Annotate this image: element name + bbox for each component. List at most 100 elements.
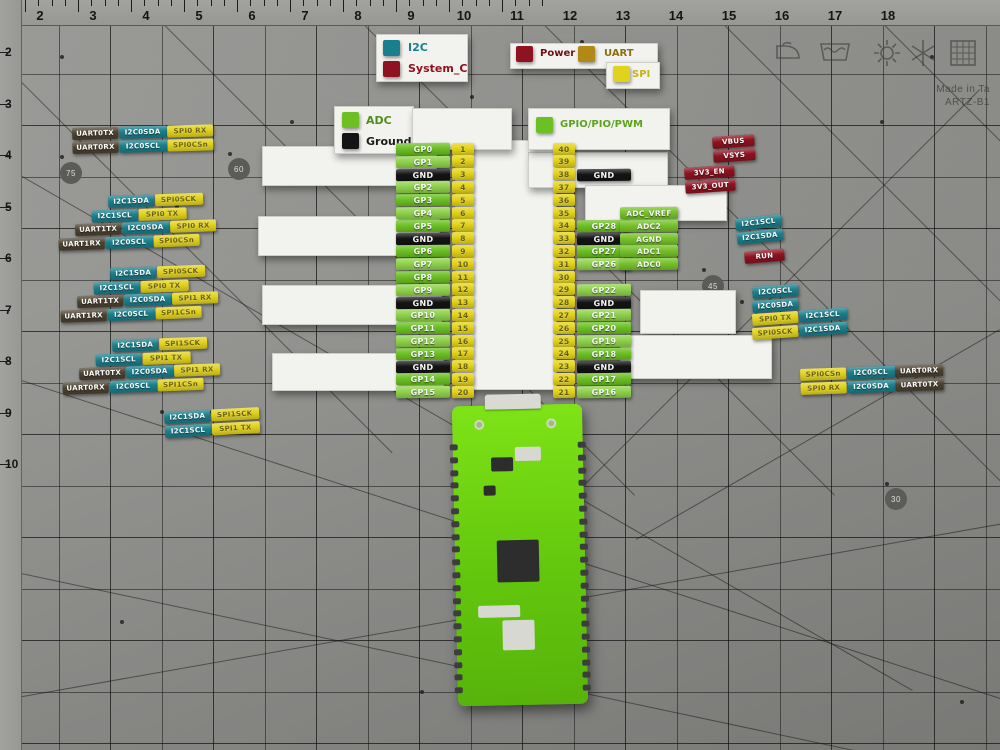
pin-label-right-gp20-26: GP20: [576, 321, 632, 335]
adc-label-adc1: ADC1: [619, 245, 679, 258]
fn-label-spi1csn: SPI1CSn: [155, 305, 202, 319]
ruler-tick: [462, 0, 464, 6]
paper-strip-7: [640, 290, 736, 334]
castellated-pad: [579, 543, 588, 551]
castellated-pad: [450, 482, 459, 489]
legend-swatch-gpio-pio-pwm: [536, 117, 553, 133]
pin-number-left-15: 15: [451, 321, 475, 334]
pin-label-left-gp3-5: GP3: [395, 193, 451, 207]
ruler-number-4: 4: [142, 8, 150, 23]
ruler-tick: [78, 0, 79, 12]
debug-pads: [502, 619, 535, 651]
pin-label-left-gnd-8: GND: [395, 232, 451, 246]
ruler-left-tick: [0, 52, 10, 53]
legend-label-power: Power: [540, 48, 576, 59]
pin-label-left-gp13-17: GP13: [395, 347, 451, 361]
pin-label-right-gp19-25: GP19: [576, 334, 632, 348]
mat-dot-17: [930, 55, 934, 59]
pin-number-left-3: 3: [451, 167, 475, 181]
fn-label-spi0-tx: SPI0 TX: [139, 278, 189, 293]
legend-label-system-c: System_C: [408, 62, 468, 75]
mat-angle-circle-60: 60: [228, 158, 250, 180]
castellated-pad: [578, 492, 587, 499]
ruler-tick: [475, 0, 477, 6]
pin-label-left-gp14-19: GP14: [395, 373, 451, 386]
snowflake-icon: [908, 38, 938, 73]
pin-number-left-12: 12: [451, 283, 475, 296]
adc-label-adc2: ADC2: [619, 219, 679, 233]
ruler-tick: [449, 0, 450, 12]
ruler-left-tick: [0, 206, 10, 208]
ruler-tick: [237, 0, 238, 12]
ruler-tick: [303, 0, 305, 6]
oscillator: [514, 446, 542, 462]
mat-dot-7: [885, 482, 889, 486]
pin-label-left-gp2-4: GP2: [395, 181, 451, 194]
pin-label-left-gp11-15: GP11: [395, 321, 451, 335]
pin-label-left-gp10-14: GP10: [395, 309, 451, 322]
ruler-tick: [25, 0, 26, 12]
fn-label-spi1sck: SPI1SCK: [210, 407, 259, 422]
pin-label-right-gp18-24: GP18: [576, 347, 632, 361]
legend-label-spi: SPI: [632, 69, 651, 80]
fn-label-uart0rx: UART0RX: [894, 364, 944, 378]
legend-swatch-ground: [342, 133, 359, 149]
pin-number-left-2: 2: [451, 155, 475, 168]
castellated-pad: [451, 533, 460, 541]
ruler-left-tick: [0, 258, 10, 259]
fn-label-i2c1sda: I2C1SDA: [108, 194, 155, 208]
castellated-pad: [580, 582, 589, 589]
fn-label-spi0-rx: SPI0 RX: [800, 380, 847, 395]
mat-dot-4: [580, 40, 584, 44]
castellated-pad: [449, 457, 459, 464]
pin-number-left-10: 10: [451, 257, 475, 270]
pin-number-left-13: 13: [451, 295, 475, 309]
legend-swatch-power: [516, 46, 533, 62]
pin-number-right-37: 37: [552, 180, 576, 194]
silk-marking: [478, 605, 521, 618]
castellated-pad: [453, 623, 462, 630]
ruler-left-tick: [0, 412, 10, 414]
ruler-tick: [184, 0, 185, 12]
ruler-tick: [91, 0, 93, 6]
ruler-tick: [409, 0, 411, 6]
fn-label-spi1-rx: SPI1 RX: [173, 363, 221, 377]
fn-label-spi0csn: SPI0CSn: [167, 137, 214, 152]
mat-dot-2: [290, 120, 294, 124]
legend-swatch-uart: [578, 46, 595, 62]
ruler-tick: [356, 0, 358, 6]
pin-label-left-gp0-1: GP0: [395, 142, 451, 156]
pin-number-right-24: 24: [552, 347, 576, 360]
castellated-pad: [581, 607, 590, 615]
legend-label-i2c: I2C: [408, 41, 428, 54]
pin-label-left-gp8-11: GP8: [395, 270, 451, 284]
castellated-pad: [453, 649, 463, 656]
pin-number-left-6: 6: [451, 206, 475, 219]
pin-label-right-gnd-23: GND: [576, 360, 632, 374]
fn-label-spi1-rx: SPI1 RX: [171, 291, 219, 305]
fn-label-i2c0scl: I2C0SCL: [104, 234, 154, 249]
castellated-pad: [580, 569, 589, 576]
ruler-tick: [528, 0, 530, 6]
fn-label-spi1-tx: SPI1 TX: [141, 350, 191, 365]
castellated-pad: [582, 659, 591, 666]
ruler-left-tick: [0, 361, 10, 362]
pin-number-right-40: 40: [552, 142, 576, 155]
adc-label-agnd: AGND: [619, 232, 679, 246]
pin-label-left-gp7-10: GP7: [395, 257, 451, 271]
ruler-tick: [422, 0, 424, 6]
pin-number-right-28: 28: [552, 295, 576, 309]
mat-dot-10: [740, 300, 744, 304]
ruler-tick: [51, 0, 53, 6]
ruler-number-10: 10: [456, 8, 472, 23]
ruler-tick: [329, 0, 331, 6]
castellated-pad: [578, 505, 588, 512]
ruler-tick: [263, 0, 265, 6]
pin-number-left-20: 20: [451, 385, 475, 398]
mat-angle-circle-30: 30: [885, 488, 907, 510]
ruler-tick: [210, 0, 212, 6]
fn-label-i2c1scl: I2C1SCL: [164, 423, 212, 438]
fn-label-uart0rx: UART0RX: [72, 140, 119, 154]
legend-label-gpio-pio-pwm: GPIO/PIO/PWM: [560, 119, 643, 130]
fn-label-i2c1scl: I2C1SCL: [91, 208, 138, 223]
